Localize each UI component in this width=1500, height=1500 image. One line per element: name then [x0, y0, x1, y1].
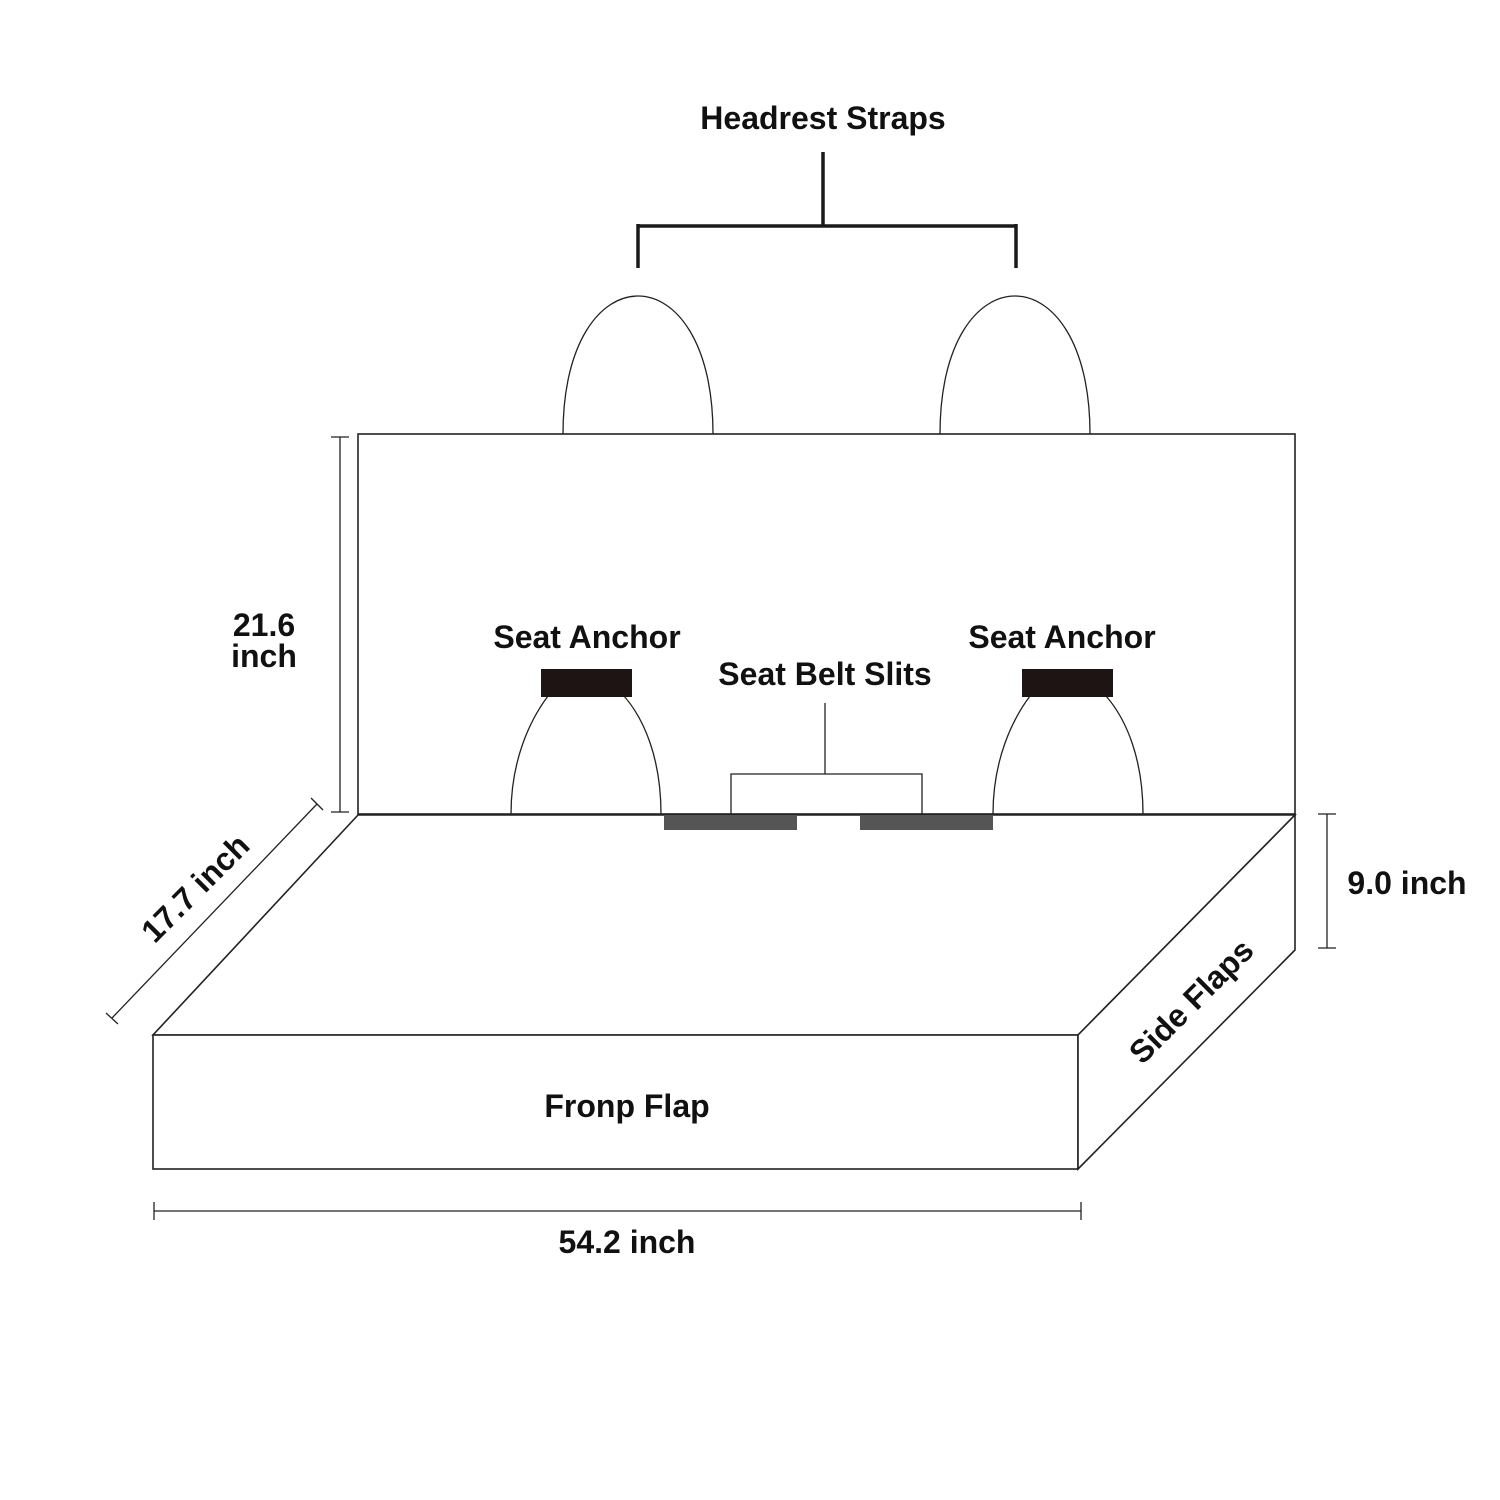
width-dimension [153, 1202, 1082, 1220]
width-label: 54.2 inch [559, 1224, 696, 1260]
headrest-strap-left [562, 295, 714, 435]
side-flap [1077, 813, 1296, 1171]
seat-anchor-left [541, 669, 632, 697]
back-height-unit-label: inch [231, 638, 297, 674]
back-height-dimension [331, 436, 349, 813]
front-flap [152, 1034, 1079, 1170]
seat-belt-slit-right [860, 815, 993, 830]
front-flap-label: Fronp Flap [544, 1088, 709, 1124]
backrest-panel [357, 433, 1296, 815]
back-height-value-label: 21.6 [233, 607, 295, 643]
side-flap-height-label: 9.0 inch [1347, 865, 1466, 901]
seat-anchor-left-label: Seat Anchor [493, 619, 680, 655]
seat-belt-slits-label: Seat Belt Slits [718, 656, 931, 692]
seat-anchor-right-label: Seat Anchor [968, 619, 1155, 655]
seat-anchor-right [1022, 669, 1113, 697]
seat-belt-slit-left [664, 815, 797, 830]
seat-belt-slits-pointer [730, 703, 923, 814]
depth-dimension [105, 797, 324, 1025]
headrest-strap-right [939, 295, 1091, 435]
headrest-straps-bracket [636, 152, 1018, 268]
side-flap-height-dimension [1318, 813, 1336, 949]
headrest-straps-label: Headrest Straps [700, 100, 945, 136]
